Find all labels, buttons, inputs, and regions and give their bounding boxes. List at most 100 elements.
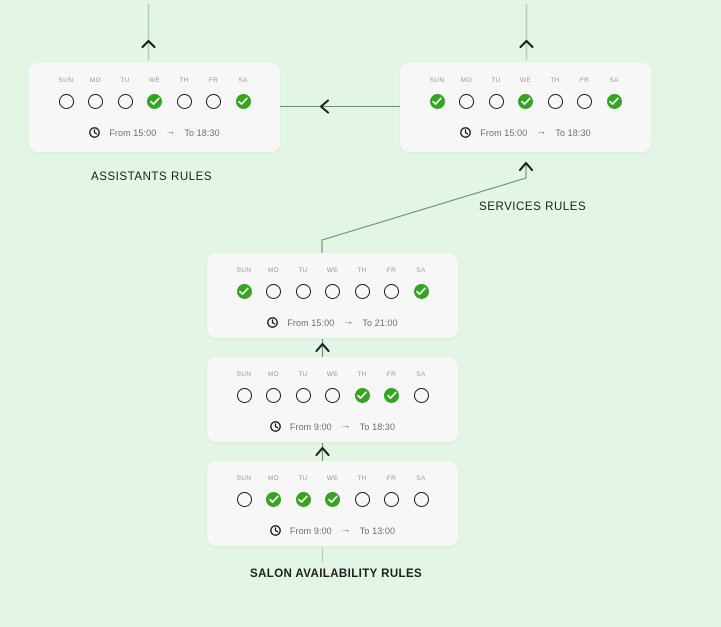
day-toggle-we[interactable] <box>518 94 533 109</box>
day-cell-we: WE <box>142 77 168 109</box>
day-label: TU <box>298 371 308 378</box>
day-cell-sun: SUN <box>53 77 79 109</box>
day-toggle-sa[interactable] <box>413 388 429 403</box>
day-label: TH <box>550 77 560 84</box>
day-cell-we: WE <box>320 475 346 507</box>
clock-icon <box>267 317 279 328</box>
time-from[interactable]: From 9:00 <box>289 421 332 432</box>
day-toggle-sun[interactable] <box>429 94 445 109</box>
caption-assistants-rules: ASSISTANTS RULES <box>91 171 213 183</box>
time-to[interactable]: To 18:30 <box>184 127 220 138</box>
day-label: SA <box>609 77 619 84</box>
day-toggle-th[interactable] <box>176 94 192 109</box>
day-cell-tu: TU <box>290 371 316 403</box>
day-toggle-we[interactable] <box>325 284 340 299</box>
day-toggle-fr[interactable] <box>577 94 592 109</box>
check-icon <box>416 287 426 296</box>
day-label: TH <box>179 77 189 84</box>
day-toggle-sa[interactable] <box>413 284 429 299</box>
day-toggle-fr[interactable] <box>384 492 399 507</box>
day-toggle-tu[interactable] <box>295 492 311 507</box>
day-toggle-sa[interactable] <box>606 94 622 109</box>
day-toggle-sun[interactable] <box>236 388 252 403</box>
time-from[interactable]: From 15:00 <box>480 127 528 138</box>
check-icon <box>432 97 442 106</box>
day-cell-fr: FR <box>379 475 405 507</box>
day-toggle-mo[interactable] <box>266 492 281 507</box>
day-cell-th: TH <box>349 267 375 299</box>
check-icon <box>609 97 619 106</box>
time-to[interactable]: To 21:00 <box>362 317 398 328</box>
time-to[interactable]: To 18:30 <box>555 127 591 138</box>
day-toggle-sa[interactable] <box>235 94 251 109</box>
day-cell-th: TH <box>542 77 568 109</box>
time-to[interactable]: To 18:30 <box>359 421 396 432</box>
clock-icon <box>460 127 472 138</box>
day-toggle-tu[interactable] <box>295 284 311 299</box>
time-from[interactable]: From 9:00 <box>289 525 332 536</box>
time-from[interactable]: From 15:00 <box>287 317 335 328</box>
day-toggle-mo[interactable] <box>266 284 281 299</box>
day-toggle-th[interactable] <box>547 94 563 109</box>
day-toggle-we[interactable] <box>325 388 340 403</box>
day-cell-mo: MO <box>261 475 287 507</box>
time-from[interactable]: From 15:00 <box>109 127 157 138</box>
day-label: MO <box>267 475 280 482</box>
day-label: SA <box>416 371 426 378</box>
day-cell-sun: SUN <box>424 77 450 109</box>
day-cell-th: TH <box>349 371 375 403</box>
chevron-up-icon-assistants <box>141 39 156 49</box>
day-label: MO <box>267 371 280 378</box>
day-toggle-mo[interactable] <box>459 94 474 109</box>
day-toggle-we[interactable] <box>325 492 340 507</box>
day-toggle-sun[interactable] <box>236 492 252 507</box>
day-toggle-fr[interactable] <box>384 284 399 299</box>
check-icon <box>298 495 308 504</box>
time-to[interactable]: To 13:00 <box>359 525 396 536</box>
day-label: SA <box>416 267 426 274</box>
day-cell-sun: SUN <box>231 371 257 403</box>
day-cell-fr: FR <box>201 77 227 109</box>
day-toggle-mo[interactable] <box>266 388 281 403</box>
day-label: TH <box>357 371 367 378</box>
day-toggle-sa[interactable] <box>413 492 429 507</box>
day-toggle-mo[interactable] <box>88 94 103 109</box>
day-cell-fr: FR <box>379 371 405 403</box>
check-icon <box>268 495 279 504</box>
day-toggle-th[interactable] <box>354 284 370 299</box>
day-toggle-fr[interactable] <box>206 94 221 109</box>
day-cell-tu: TU <box>112 77 138 109</box>
day-label: FR <box>579 77 590 84</box>
day-toggle-sun[interactable] <box>236 284 252 299</box>
day-cell-mo: MO <box>83 77 109 109</box>
day-toggle-tu[interactable] <box>117 94 133 109</box>
day-label: MO <box>89 77 102 84</box>
check-icon <box>238 97 248 106</box>
check-icon <box>149 97 160 106</box>
check-icon <box>520 97 531 106</box>
day-toggle-sun[interactable] <box>58 94 74 109</box>
day-toggle-fr[interactable] <box>384 388 399 403</box>
arrow-right-icon: → <box>343 316 354 327</box>
day-cell-th: TH <box>349 475 375 507</box>
chevron-up-icon-services <box>519 39 534 49</box>
day-toggle-th[interactable] <box>354 388 370 403</box>
day-toggle-tu[interactable] <box>295 388 311 403</box>
day-toggle-th[interactable] <box>354 492 370 507</box>
day-toggle-we[interactable] <box>147 94 162 109</box>
day-toggle-tu[interactable] <box>488 94 504 109</box>
arrow-right-icon: → <box>340 420 351 431</box>
chevron-up-icon-salon3 <box>315 446 330 457</box>
day-label: FR <box>386 371 397 378</box>
day-cell-tu: TU <box>290 267 316 299</box>
day-label: WE <box>326 475 339 482</box>
day-label: TU <box>298 475 308 482</box>
